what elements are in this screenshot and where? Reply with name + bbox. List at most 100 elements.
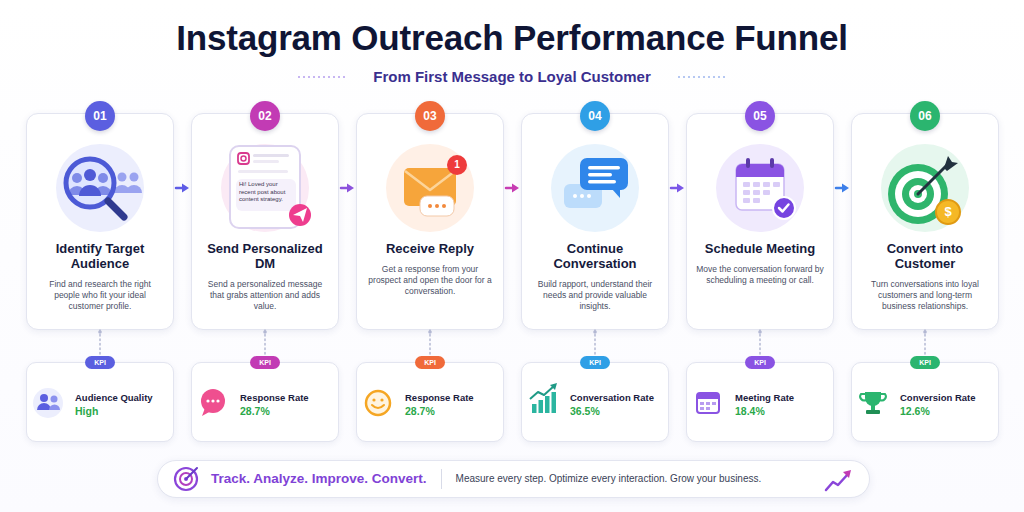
step-badge: 03 (415, 101, 445, 131)
banner-slogan: Track. Analyze. Improve. Convert. (211, 470, 427, 488)
person-head (40, 394, 48, 402)
smiley-eye (380, 398, 383, 401)
kpi-value: 28.7% (240, 404, 335, 419)
typing-dot (211, 399, 214, 402)
person-body (79, 185, 101, 196)
step-badge: 01 (85, 101, 115, 131)
lens-glass (66, 159, 114, 207)
kpi-text-group: Response Rate28.7% (240, 391, 335, 419)
kpi-tag-text: KPI (910, 356, 940, 369)
connector-dot (263, 330, 267, 334)
kpi-tag-text: KPI (250, 356, 280, 369)
dotted-connector (263, 330, 267, 356)
chat-icon-tail (202, 408, 211, 416)
calendar-header (697, 393, 719, 399)
kpi-text-group: Conversation Rate36.5% (570, 391, 665, 419)
icon-backdrop (221, 144, 309, 232)
target-ring (909, 185, 927, 203)
connector-line (429, 330, 431, 356)
stage-title: Identify Target Audience (36, 241, 164, 271)
connector-dot (923, 330, 927, 334)
kpi-card: Meeting Rate18.4%KPI (686, 362, 834, 442)
page-subtitle: From First Message to Loyal Customer (0, 67, 1024, 87)
dotted-connector (98, 330, 102, 356)
typing-dot (206, 399, 209, 402)
text-line (588, 166, 620, 170)
trophy-handles (860, 394, 886, 400)
typing-dot (442, 204, 446, 208)
icon-backdrop (716, 144, 804, 232)
kpi-name: Response Rate (240, 391, 335, 404)
dotted-connector (923, 330, 927, 356)
banner-trend-head (843, 470, 851, 478)
typing-dot (435, 204, 439, 208)
person-head (84, 169, 96, 181)
text-line (253, 160, 279, 163)
stage-card: Receive ReplyGet a response from your pr… (356, 113, 504, 330)
typing-dot (573, 194, 577, 198)
target-ring (902, 178, 934, 210)
chart-bar (552, 392, 557, 413)
stage-card: Convert into CustomerTurn conversations … (851, 113, 999, 330)
step-badge: 04 (580, 101, 610, 131)
paper-plane (293, 208, 307, 222)
summary-banner: Track. Analyze. Improve. Convert. Measure… (157, 460, 870, 498)
kpi-card: Audience QualityHighKPI (26, 362, 174, 442)
connector-dot (98, 330, 102, 334)
kpi-value: 18.4% (735, 404, 830, 419)
kpi-card: Conversation Rate36.5%KPI (521, 362, 669, 442)
check-mark (779, 205, 789, 212)
connector-dot (593, 330, 597, 334)
connector-line (176, 187, 183, 190)
connector-dot (758, 330, 762, 334)
kpi-text-group: Meeting Rate18.4% (735, 391, 830, 419)
stage-title: Receive Reply (366, 241, 494, 256)
kpi-tag: KPI (415, 356, 445, 369)
step-badge: 05 (745, 101, 775, 131)
dotted-connector (593, 330, 597, 356)
chart-bar (539, 400, 544, 413)
trend-line (530, 386, 554, 399)
kpi-value: 28.7% (405, 404, 500, 419)
calendar-cell (753, 198, 760, 203)
person-body (126, 185, 142, 193)
flow-arrow (836, 184, 849, 193)
page-title: Instagram Outreach Performance Funnel (0, 17, 1024, 59)
kpi-text-group: Conversion Rate12.6% (900, 391, 995, 419)
calendar-cell (753, 190, 760, 195)
dotted-connector (428, 330, 432, 356)
person-body (37, 403, 51, 410)
step-number: 03 (415, 101, 445, 131)
stage-title: Send Personalized DM (201, 241, 329, 271)
step-badge: 02 (250, 101, 280, 131)
instagram-logo (238, 153, 249, 164)
stage-card: Continue ConversationBuild rapport, unde… (521, 113, 669, 330)
calendar-cell (773, 182, 780, 187)
send-button (289, 204, 311, 226)
stage-card: Identify Target AudienceFind and researc… (26, 113, 174, 330)
trophy-cup (865, 392, 881, 406)
envelope-flap (405, 171, 455, 190)
calendar-ring (770, 158, 774, 168)
kpi-card: Response Rate28.7%KPI (191, 362, 339, 442)
banner-text: Measure every step. Optimize every inter… (456, 472, 762, 486)
flow-arrow (341, 184, 354, 193)
kpi-text-group: Response Rate28.7% (405, 391, 500, 419)
person-body (49, 405, 60, 411)
chart-bar (532, 404, 537, 413)
chart-bar (545, 396, 550, 413)
stage-card: Schedule MeetingMove the conversation fo… (686, 113, 834, 330)
kpi-tag: KPI (580, 356, 610, 369)
typing-dot (587, 194, 591, 198)
phone-frame (230, 146, 300, 228)
kpi-name: Conversation Rate (570, 391, 665, 404)
calendar-cell (743, 198, 750, 203)
connector-line (594, 330, 596, 356)
connector-line (924, 330, 926, 356)
kpi-tag-text: KPI (745, 356, 775, 369)
kpi-card: Response Rate28.7%KPI (356, 362, 504, 442)
banner-divider (441, 469, 442, 489)
banner-trend (826, 474, 848, 490)
connector-line (671, 187, 678, 190)
